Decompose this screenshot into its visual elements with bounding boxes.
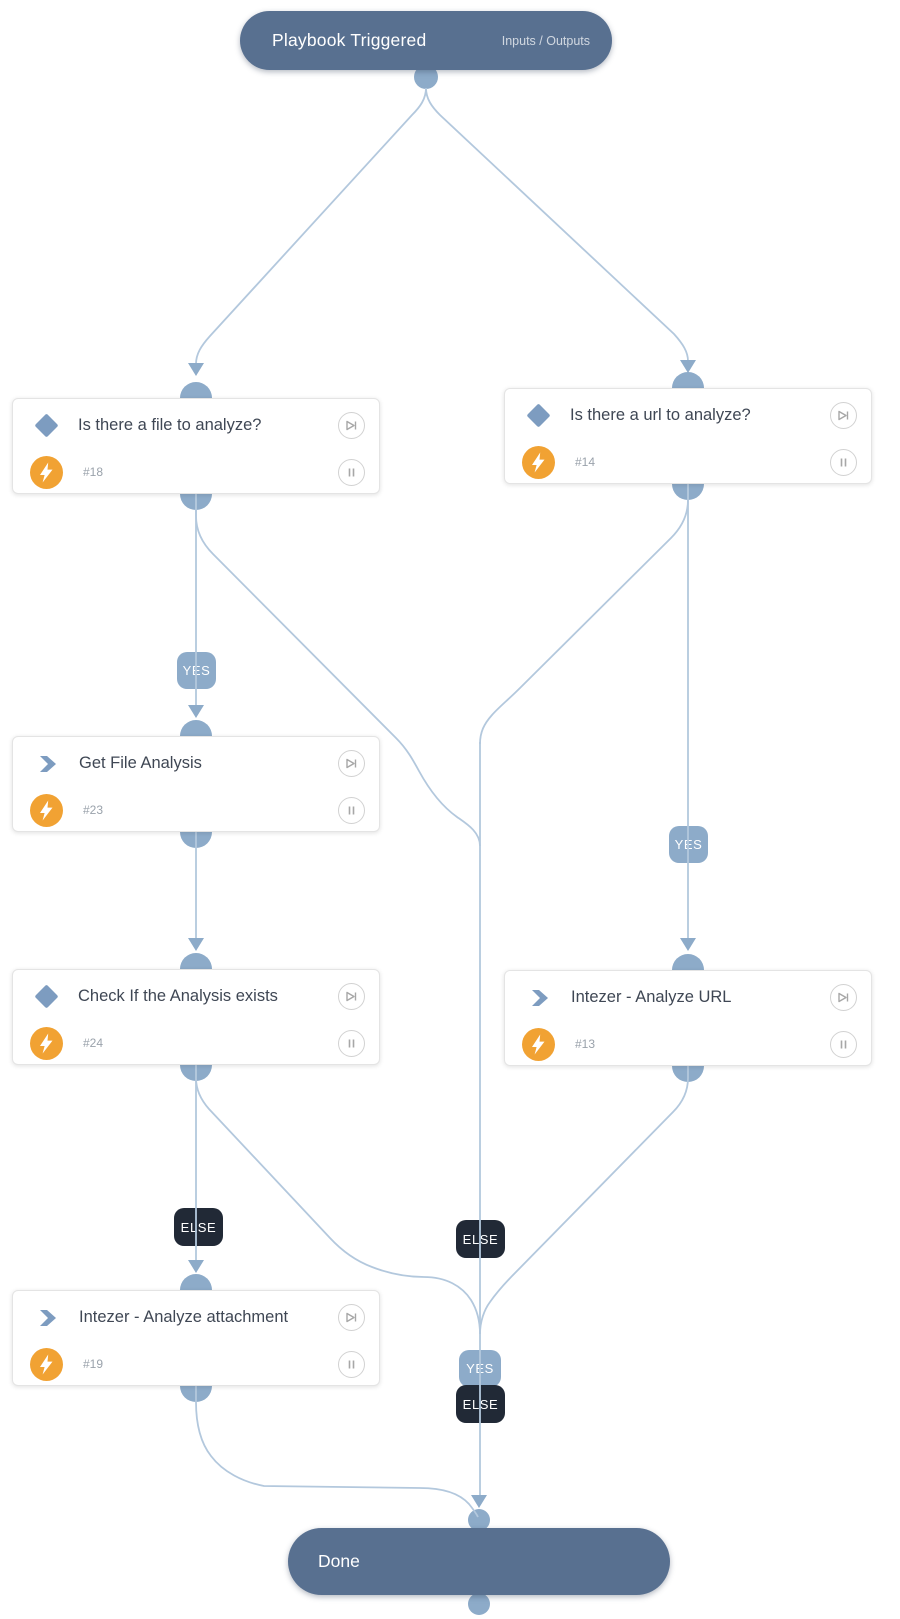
task-chevron-icon [532,989,548,1006]
branch-label-else-center-2: ELSE [456,1385,505,1423]
automation-bolt-icon [522,1027,555,1061]
node-title: Check If the Analysis exists [78,987,278,1005]
done-node[interactable]: Done [288,1528,670,1595]
node-id: #14 [575,455,596,469]
pause-icon [348,1360,355,1368]
pause-button[interactable] [338,796,365,824]
inputs-outputs-link[interactable]: Inputs / Outputs [501,33,590,48]
automation-bolt-icon [30,1026,63,1060]
node-id: #24 [83,1036,104,1050]
skip-forward-button[interactable] [338,983,365,1010]
node-card-get-file-analysis[interactable]: Get File Analysis #23 [12,736,380,832]
node-title: Intezer - Analyze URL [571,988,732,1006]
done-label: Done [318,1551,360,1571]
skip-forward-button[interactable] [338,750,365,777]
node-title: Intezer - Analyze attachment [79,1308,289,1326]
branch-label-else-check: ELSE [174,1208,223,1246]
node-title: Is there a url to analyze? [570,406,751,424]
skip-forward-icon [346,1312,357,1323]
skip-forward-icon [838,410,849,421]
playbook-triggered-title: Playbook Triggered [272,30,427,50]
edge-intezer-url-to-done [479,1066,689,1335]
playbook-triggered-node[interactable]: Playbook Triggered Inputs / Outputs [240,11,612,70]
automation-bolt-icon [30,793,63,827]
edge-trigger-to-file [195,87,427,365]
skip-forward-icon [346,758,357,769]
condition-diamond-icon [34,984,59,1009]
node-card-is-there-url[interactable]: Is there a url to analyze? #14 [504,388,872,484]
automation-bolt-icon [30,455,63,489]
edge-trigger-to-url [425,87,689,362]
skip-forward-button[interactable] [830,984,857,1011]
node-card-intezer-analyze-attachment[interactable]: Intezer - Analyze attachment #19 [12,1290,380,1386]
automation-bolt-icon [30,1347,63,1381]
task-chevron-icon [40,1309,56,1326]
arrowhead [188,938,204,951]
skip-forward-button[interactable] [830,402,857,429]
done-out-connector [468,1593,490,1615]
condition-diamond-icon [34,413,59,438]
skip-forward-icon [346,420,357,431]
node-card-check-analysis-exists[interactable]: Check If the Analysis exists #24 [12,969,380,1065]
pause-button[interactable] [338,1350,365,1378]
node-card-is-there-file[interactable]: Is there a file to analyze? #18 [12,398,380,494]
pause-button[interactable] [830,1030,857,1058]
skip-forward-icon [838,992,849,1003]
node-title: Get File Analysis [79,754,202,772]
node-id: #13 [575,1037,596,1051]
branch-label-yes-center: YES [459,1350,501,1387]
skip-forward-icon [346,991,357,1002]
branch-label-yes-file: YES [177,652,216,689]
pause-icon [348,1039,355,1047]
branch-label-yes-url: YES [669,826,708,863]
pause-icon [840,1040,847,1048]
automation-bolt-icon [522,445,555,479]
pause-button[interactable] [338,1029,365,1057]
branch-label-else-center: ELSE [456,1220,505,1258]
pause-icon [348,806,355,814]
arrowhead [188,705,204,718]
task-chevron-icon [40,755,56,772]
condition-diamond-icon [526,403,551,428]
skip-forward-button[interactable] [338,412,365,439]
node-card-intezer-analyze-url[interactable]: Intezer - Analyze URL #13 [504,970,872,1066]
edge-url-else [479,484,689,745]
arrowhead [188,363,204,376]
skip-forward-button[interactable] [338,1304,365,1331]
arrowhead [188,1260,204,1273]
edge-attachment-to-done [195,1386,479,1518]
arrowhead [680,360,696,373]
pause-button[interactable] [830,448,857,476]
pause-button[interactable] [338,458,365,486]
node-id: #19 [83,1357,104,1371]
pause-icon [348,468,355,476]
node-id: #23 [83,803,104,817]
arrowhead [680,938,696,951]
pause-icon [840,458,847,466]
arrowhead [471,1495,487,1508]
node-id: #18 [83,465,104,479]
node-title: Is there a file to analyze? [78,416,262,434]
